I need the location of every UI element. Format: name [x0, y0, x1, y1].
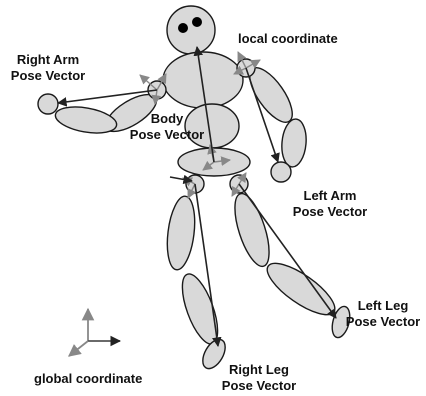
local-coordinate-label: local coordinate — [238, 31, 338, 47]
right-arm-label-line1: Right Arm — [2, 52, 94, 68]
head — [167, 6, 215, 54]
eye-left — [178, 23, 188, 33]
right-hand — [38, 94, 58, 114]
left-leg-label-line2: Pose Vector — [342, 314, 424, 330]
right-leg-label: Right Leg Pose Vector — [216, 362, 302, 394]
right-thigh — [164, 195, 199, 272]
right-leg-label-line1: Right Leg — [216, 362, 302, 378]
left-forearm — [280, 118, 308, 168]
global-axis-gizmo — [69, 309, 120, 356]
left-hand — [271, 162, 291, 182]
eye-right — [192, 17, 202, 27]
body-label-line2: Pose Vector — [126, 127, 208, 143]
left-leg-label: Left Leg Pose Vector — [342, 298, 424, 330]
left-arm-label: Left Arm Pose Vector — [285, 188, 375, 220]
left-shin — [260, 255, 342, 324]
torso-upper — [163, 52, 243, 108]
body-label: Body Pose Vector — [126, 111, 208, 143]
right-arm-label: Right Arm Pose Vector — [2, 52, 94, 84]
left-arm-label-line2: Pose Vector — [285, 204, 375, 220]
right-leg-label-line2: Pose Vector — [216, 378, 302, 394]
global-coordinate-label: global coordinate — [34, 371, 142, 387]
right-forearm — [53, 103, 118, 137]
left-arm-label-line1: Left Arm — [285, 188, 375, 204]
right-arm-label-line2: Pose Vector — [2, 68, 94, 84]
body-label-line1: Body — [126, 111, 208, 127]
left-leg-label-line1: Left Leg — [342, 298, 424, 314]
